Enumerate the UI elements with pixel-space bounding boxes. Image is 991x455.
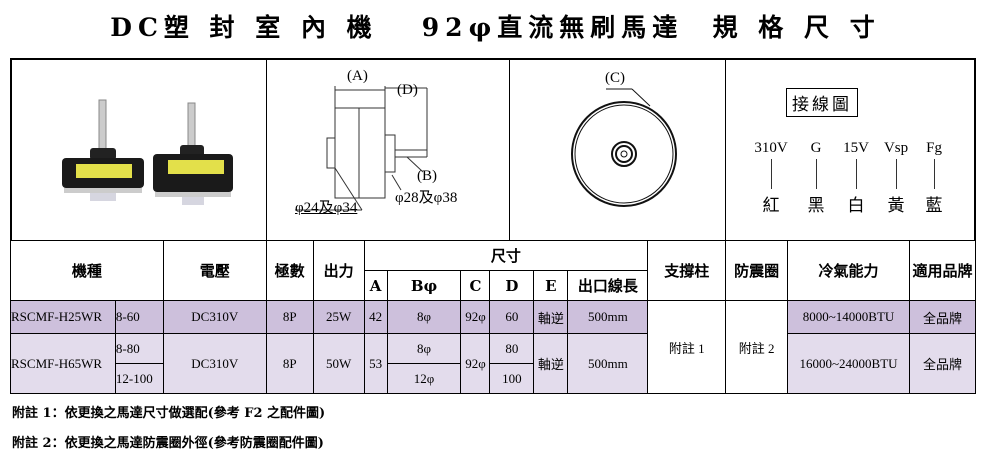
- poles-cell: 8P: [265, 300, 314, 334]
- label-d: (D): [397, 82, 418, 98]
- e-cell: 軸逆: [533, 333, 569, 394]
- header-poles: 極數: [265, 240, 314, 301]
- damper-cell: 附註 2: [725, 300, 789, 394]
- brand-cell: 全品牌: [909, 300, 976, 334]
- output-cell: 25W: [312, 300, 365, 334]
- a-cell: 53: [363, 333, 388, 394]
- label-dia1: φ24及φ34: [295, 200, 358, 216]
- side-drawing: [295, 86, 428, 211]
- label-b: (B): [417, 168, 437, 184]
- range-cell: 12-100: [114, 363, 164, 394]
- spec-table: 機種 電壓 極數 出力 尺寸 支撐柱 防震圈 冷氣能力 適用品牌 A Bφ C …: [10, 240, 976, 394]
- range-cell: 8-80: [114, 333, 164, 364]
- note-1: 附註 1：依更換之馬達尺寸做選配(參考 F2 之配件圖): [12, 406, 326, 421]
- b-cell: 8φ: [386, 333, 462, 364]
- voltage-cell: DC310V: [162, 333, 267, 394]
- table-row: 12-100 12φ 100: [11, 363, 976, 394]
- model-cell: RSCMF-H65WR: [10, 333, 116, 394]
- e-cell: 軸逆: [533, 300, 569, 334]
- motor-photo: [62, 99, 233, 205]
- lead-cell: 500mm: [567, 300, 649, 334]
- label-a: (A): [347, 68, 368, 84]
- model-cell: RSCMF-H25WR: [10, 300, 116, 334]
- poles-cell: 8P: [265, 333, 314, 394]
- output-cell: 50W: [312, 333, 365, 394]
- header-capacity: 冷氣能力: [787, 240, 911, 301]
- header-d: D: [489, 270, 535, 301]
- header-damper: 防震圈: [725, 240, 789, 301]
- note-2: 附註 2：依更換之馬達防震圈外徑(參考防震圈配件圖): [12, 436, 324, 451]
- header-output: 出力: [312, 240, 365, 301]
- label-c: (C): [604, 70, 625, 86]
- wiring-title: 接線圖: [786, 88, 859, 117]
- motor-photo-cell: [12, 60, 267, 241]
- header-c: C: [460, 270, 491, 301]
- capacity-cell: 16000~24000BTU: [787, 333, 911, 394]
- brand-cell: 全品牌: [909, 333, 976, 394]
- d-cell: 80: [489, 333, 535, 364]
- d-cell: 60: [489, 300, 535, 334]
- label-dia2: φ28及φ38: [395, 190, 458, 206]
- header-b: Bφ: [386, 270, 462, 301]
- b-cell: 12φ: [386, 363, 462, 394]
- table-row: RSCMF-H25WR 8-60 DC310V 8P 25W 42 8φ 92φ…: [10, 300, 976, 394]
- d-cell: 100: [489, 363, 535, 394]
- header-e: E: [533, 270, 569, 301]
- header-voltage: 電壓: [162, 240, 267, 301]
- voltage-cell: DC310V: [162, 300, 267, 334]
- header-lead: 出口線長: [567, 270, 649, 301]
- image-row: (A) (D) (B) φ28及φ38 φ24及φ34 (C) 接線圖 310V…: [10, 58, 976, 241]
- c-cell: 92φ: [460, 300, 491, 334]
- header-a: A: [363, 270, 388, 301]
- b-cell: 8φ: [386, 300, 462, 334]
- side-drawing-cell: (A) (D) (B) φ28及φ38 φ24及φ34: [267, 60, 510, 241]
- range-cell: 8-60: [114, 300, 164, 334]
- a-cell: 42: [363, 300, 388, 334]
- header-size: 尺寸: [363, 240, 649, 271]
- table-row: RSCMF-H65WR 8-80 DC310V 8P 50W 53 8φ 92φ…: [10, 333, 976, 394]
- support-cell: 附註 1: [647, 300, 727, 394]
- capacity-cell: 8000~14000BTU: [787, 300, 911, 334]
- front-drawing-cell: (C): [510, 60, 727, 241]
- header-brand: 適用品牌: [909, 240, 976, 301]
- lead-cell: 500mm: [567, 333, 649, 394]
- page-title: DC塑 封 室 內 機 92φ直流無刷馬達 規 格 尺 寸: [110, 13, 881, 42]
- header-model: 機種: [10, 240, 164, 301]
- front-drawing: [570, 88, 677, 207]
- c-cell: 92φ: [460, 333, 491, 394]
- header-support: 支撐柱: [647, 240, 727, 301]
